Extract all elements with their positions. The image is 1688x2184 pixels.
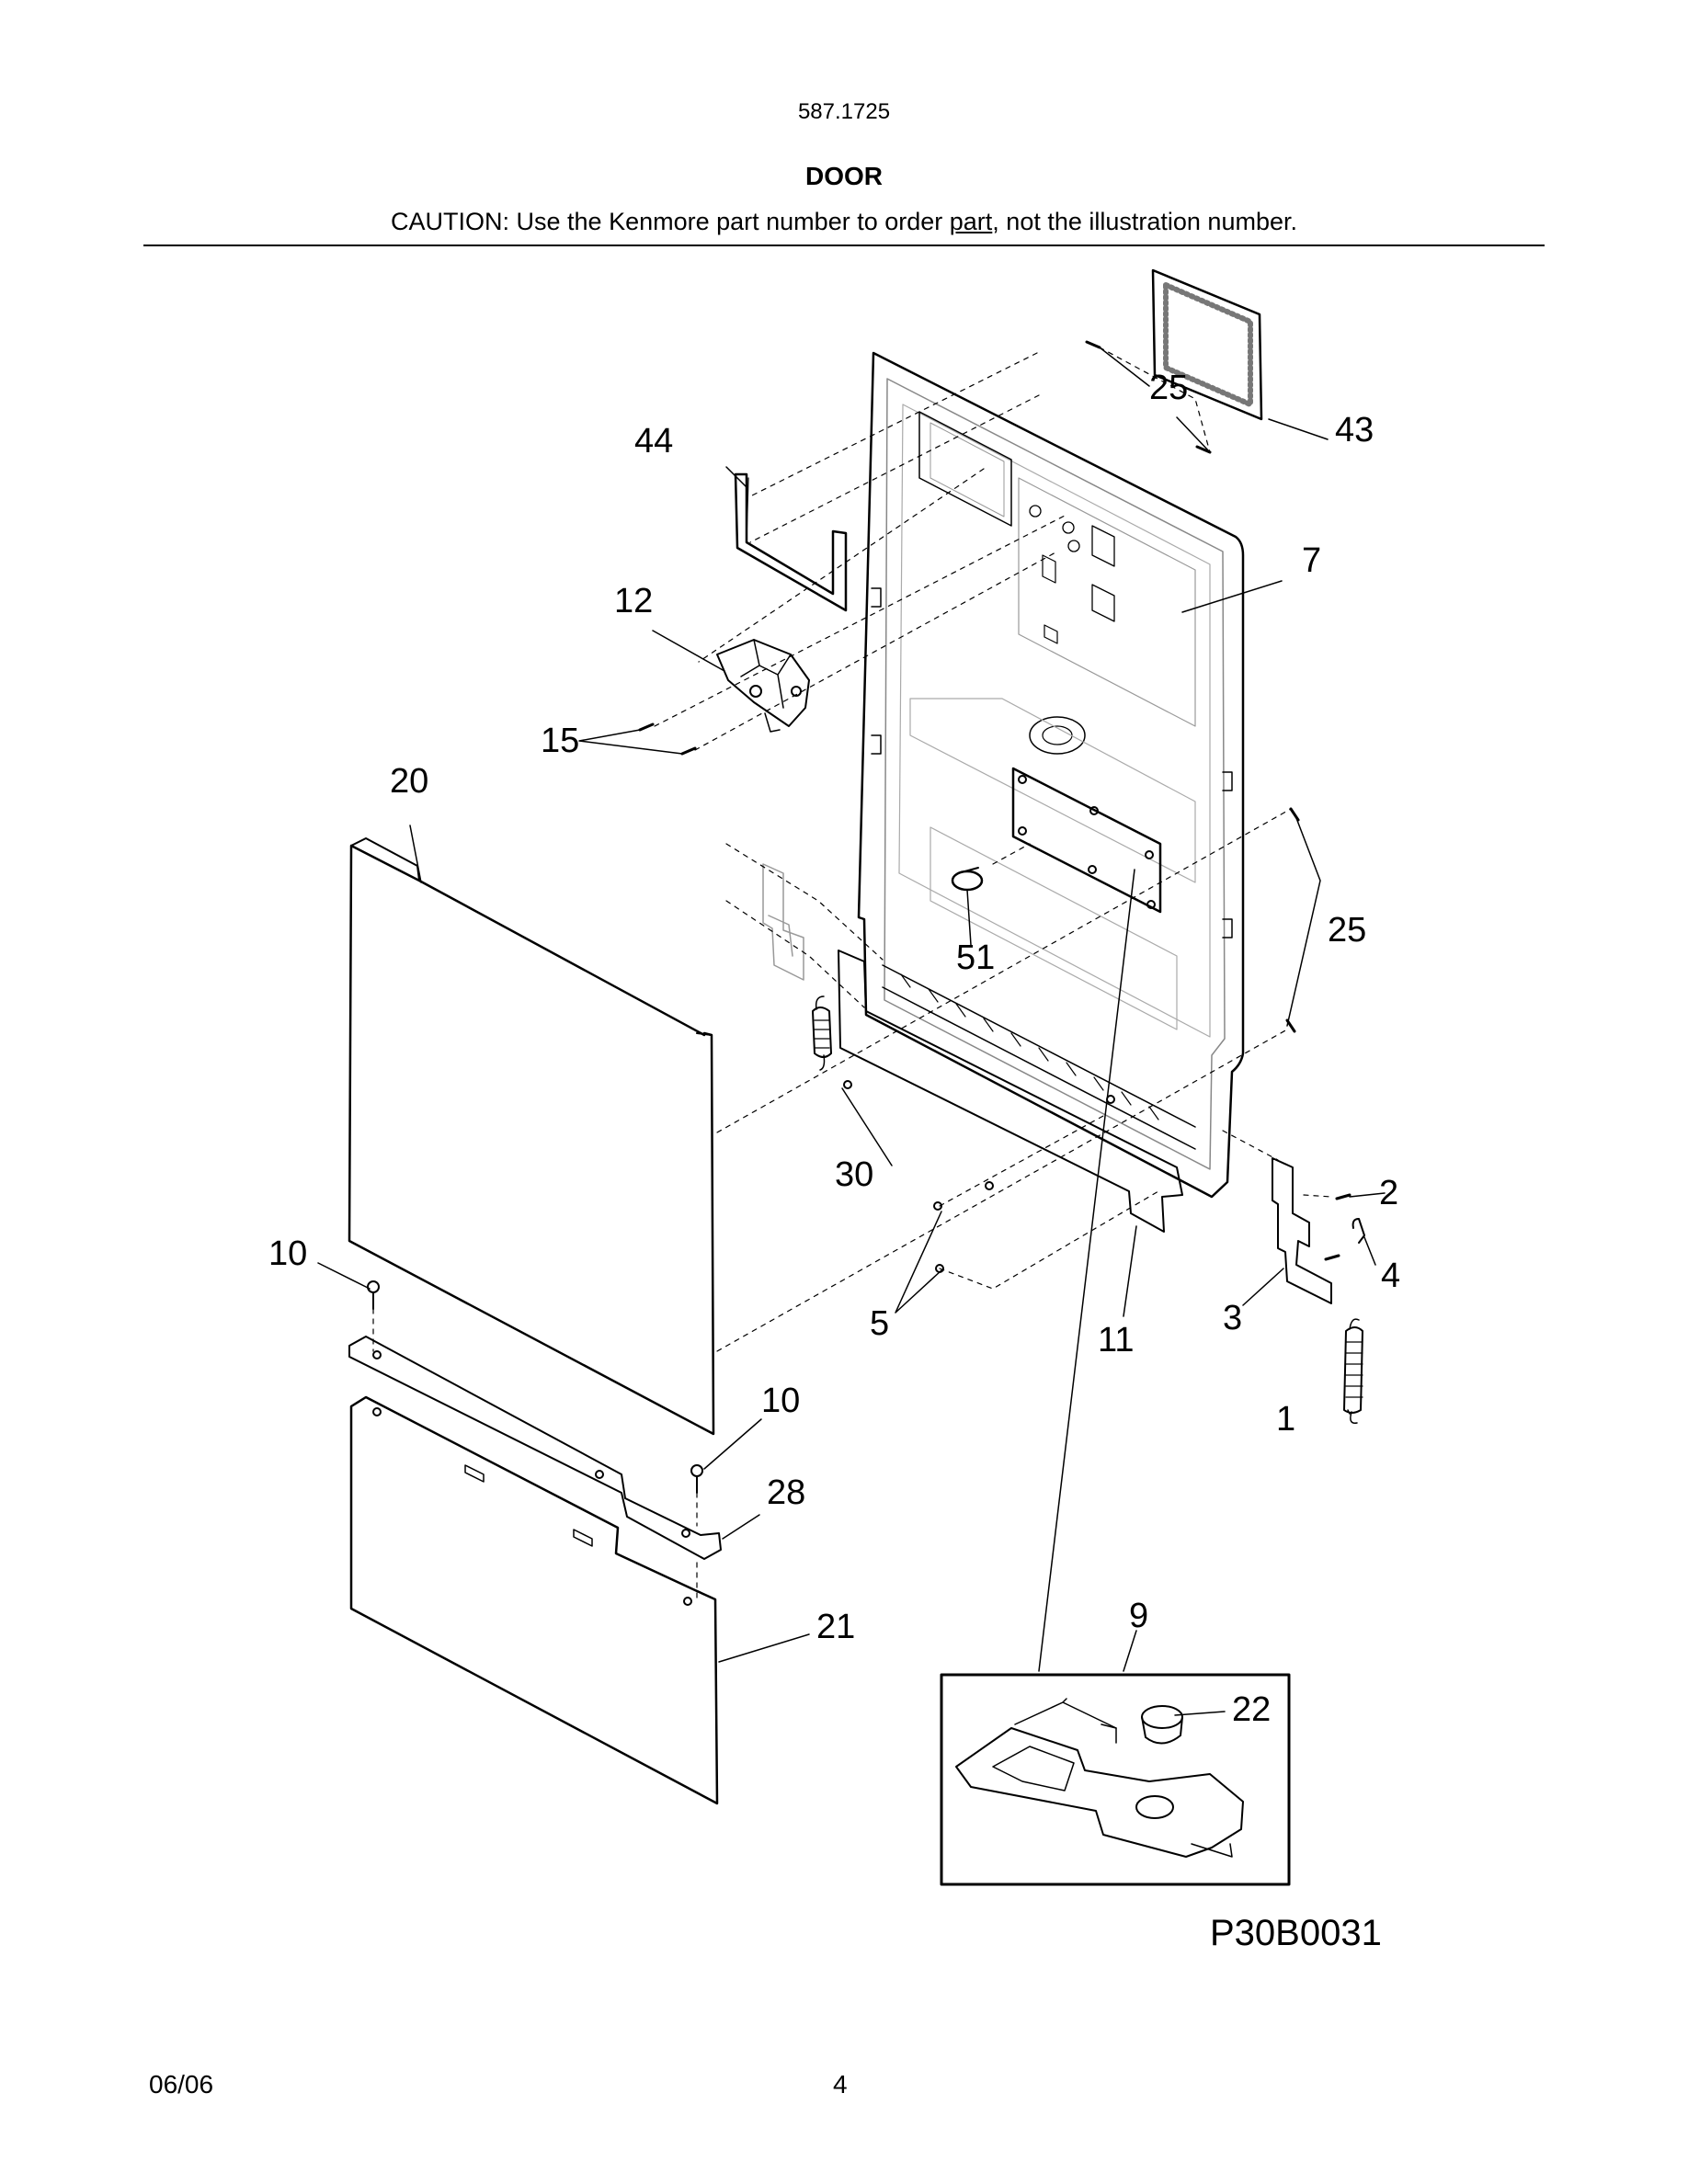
gasket xyxy=(734,472,848,612)
callout-25-top: 25 xyxy=(1149,369,1188,407)
callout-10-right: 10 xyxy=(761,1382,800,1420)
callout-25-right: 25 xyxy=(1328,911,1366,950)
callout-51: 51 xyxy=(956,938,995,977)
caution-note: CAUTION: Use the Kenmore part number to … xyxy=(0,208,1688,236)
hinge-springs xyxy=(812,995,1363,1424)
callout-2: 2 xyxy=(1379,1174,1398,1212)
right-hinge xyxy=(1272,1157,1332,1304)
callout-22: 22 xyxy=(1232,1690,1271,1729)
mounting-plate xyxy=(348,1336,722,1560)
callout-12: 12 xyxy=(614,582,653,620)
callout-44: 44 xyxy=(634,422,673,461)
callout-21: 21 xyxy=(816,1608,855,1646)
latch-screws xyxy=(638,722,697,756)
page-number: 4 xyxy=(833,2070,848,2099)
caution-text-suffix: , not the illustration number. xyxy=(992,208,1297,235)
inner-door-panel xyxy=(857,351,1245,1199)
callout-20: 20 xyxy=(390,762,428,801)
callout-4: 4 xyxy=(1381,1257,1400,1295)
footer-date: 06/06 xyxy=(149,2070,214,2099)
header-rule xyxy=(143,245,1545,246)
callout-15: 15 xyxy=(541,722,579,760)
callout-5: 5 xyxy=(870,1304,889,1343)
lower-access-panel xyxy=(349,1395,719,1805)
outer-door-panel xyxy=(348,837,715,1436)
section-title: DOOR xyxy=(805,162,883,190)
callout-9: 9 xyxy=(1129,1597,1148,1635)
caution-text-underlined: part xyxy=(949,208,993,235)
callout-43: 43 xyxy=(1335,411,1374,449)
callout-1: 1 xyxy=(1276,1400,1295,1439)
callout-11: 11 xyxy=(1098,1321,1134,1359)
model-number: 587.1725 xyxy=(797,99,891,124)
lower-bracket xyxy=(838,950,1183,1233)
callout-leader-lines xyxy=(317,347,1386,1716)
vent-cover xyxy=(1151,268,1263,421)
callout-30: 30 xyxy=(835,1155,873,1194)
drawing-code: P30B0031 xyxy=(1210,1913,1382,1953)
rinse-aid-cap xyxy=(951,867,984,892)
callout-7: 7 xyxy=(1302,541,1321,580)
hinge-clip xyxy=(1352,1218,1365,1244)
assembly-guide-lines xyxy=(372,347,1332,1600)
washers xyxy=(843,1080,1115,1273)
caution-text-prefix: CAUTION: Use the Kenmore part number to … xyxy=(391,208,950,235)
left-hinge xyxy=(762,863,804,981)
dispenser-detail-box xyxy=(940,1673,1291,1886)
callout-10-left: 10 xyxy=(268,1234,307,1273)
callout-28: 28 xyxy=(767,1473,805,1512)
door-latch xyxy=(716,639,810,733)
callout-3: 3 xyxy=(1223,1299,1242,1337)
